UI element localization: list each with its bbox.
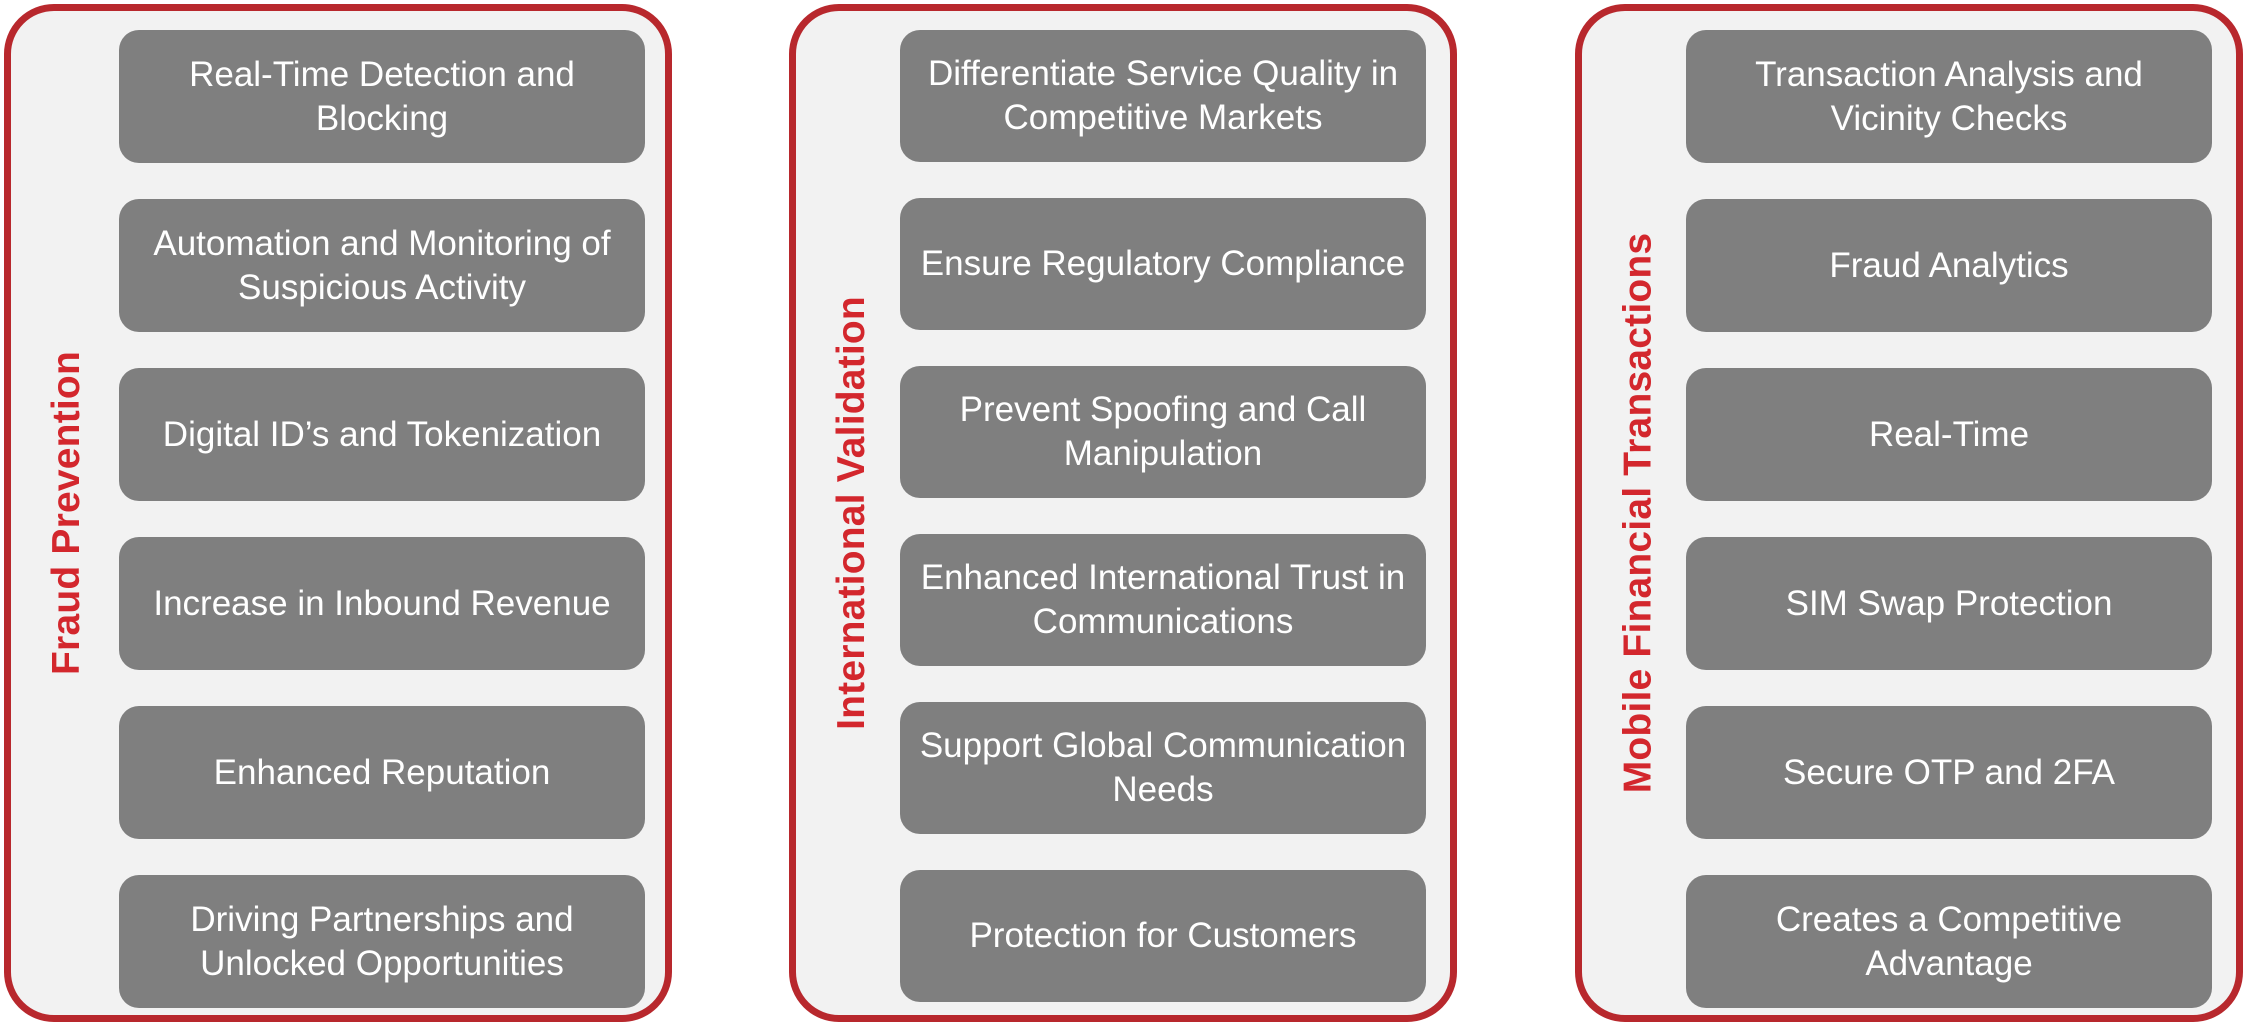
item-label: Secure OTP and 2FA [1782, 752, 2116, 792]
item-card: Automation and Monitoring of Suspicious … [119, 199, 645, 332]
panel-title-container: Fraud Prevention [19, 11, 115, 1015]
panel-title-container: International Validation [804, 11, 900, 1015]
item-label: SIM Swap Protection [1785, 583, 2113, 623]
item-card: Creates a Competitive Advantage [1686, 875, 2212, 1008]
item-card: Secure OTP and 2FA [1686, 706, 2212, 839]
panel-mobile-financial-transactions: Mobile Financial Transactions Transactio… [1575, 4, 2243, 1022]
item-label: Digital ID’s and Tokenization [162, 414, 602, 454]
item-card: Digital ID’s and Tokenization [119, 368, 645, 501]
item-label: Prevent Spoofing and Call Manipulation [959, 390, 1367, 473]
item-label: Fraud Analytics [1829, 245, 2069, 285]
panel-title: Mobile Financial Transactions [1616, 232, 1660, 794]
item-label: Ensure Regulatory Compliance [920, 244, 1406, 283]
item-label: Transaction Analysis and Vicinity Checks [1755, 54, 2143, 138]
item-card: Differentiate Service Quality in Competi… [900, 30, 1426, 162]
item-card: Real-Time [1686, 368, 2212, 501]
item-card: Transaction Analysis and Vicinity Checks [1686, 30, 2212, 163]
item-card: Ensure Regulatory Compliance [900, 198, 1426, 330]
item-label: Automation and Monitoring of Suspicious … [153, 223, 611, 307]
item-label: Increase in Inbound Revenue [153, 583, 611, 623]
item-label: Differentiate Service Quality in Competi… [927, 54, 1399, 137]
item-card: Increase in Inbound Revenue [119, 537, 645, 670]
item-label: Protection for Customers [969, 916, 1357, 955]
item-card: Support Global Communication Needs [900, 702, 1426, 834]
item-label: Real-Time Detection and Blocking [189, 54, 575, 138]
item-card: Real-Time Detection and Blocking [119, 30, 645, 163]
item-label: Creates a Competitive Advantage [1775, 899, 2123, 983]
item-label: Support Global Communication Needs [919, 726, 1407, 809]
item-card: Fraud Analytics [1686, 199, 2212, 332]
panel-title: Fraud Prevention [45, 351, 89, 675]
item-card: Enhanced Reputation [119, 706, 645, 839]
panel-title: International Validation [830, 296, 874, 730]
item-label: Real-Time [1868, 414, 2030, 454]
item-card: Protection for Customers [900, 870, 1426, 1002]
item-label: Driving Partnerships and Unlocked Opport… [190, 899, 574, 983]
item-card: Enhanced International Trust in Communic… [900, 534, 1426, 666]
panel-fraud-prevention: Fraud Prevention Real-Time Detection and… [4, 4, 672, 1022]
item-card: SIM Swap Protection [1686, 537, 2212, 670]
panel-international-validation: International Validation Differentiate S… [789, 4, 1457, 1022]
item-label: Enhanced Reputation [213, 752, 551, 792]
item-card: Driving Partnerships and Unlocked Opport… [119, 875, 645, 1008]
panel-title-container: Mobile Financial Transactions [1590, 11, 1686, 1015]
item-label: Enhanced International Trust in Communic… [920, 558, 1406, 641]
item-card: Prevent Spoofing and Call Manipulation [900, 366, 1426, 498]
